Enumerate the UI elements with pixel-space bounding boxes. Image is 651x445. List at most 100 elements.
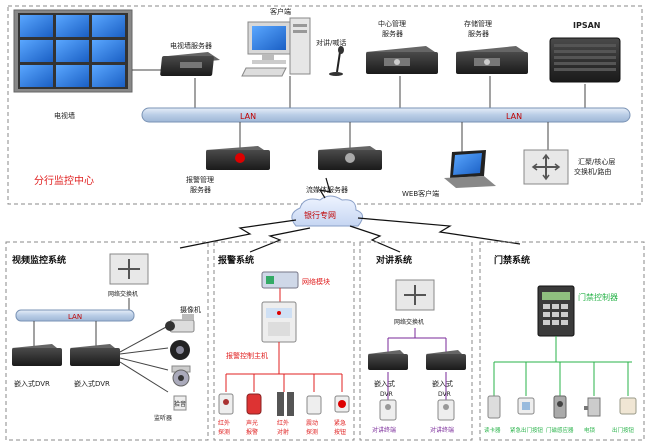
ipsan-storage	[549, 37, 621, 83]
wan-links	[179, 177, 521, 253]
access-controller-label: 门禁控制器	[578, 292, 618, 302]
intercom-dvr-1-label-2: DVR	[380, 391, 393, 398]
video-camera-links	[119, 325, 169, 393]
video-switch	[109, 253, 149, 285]
center-management-server	[366, 46, 438, 74]
storage-management-server	[456, 46, 528, 74]
center-lan-bus	[141, 107, 631, 123]
alarm-host-label: 报警控制主机	[226, 351, 268, 360]
center-mgmt-server-label-1: 中心管理	[378, 19, 406, 28]
bank-network-cloud	[291, 195, 363, 227]
intercom-dvr-1-label-1: 嵌入式	[374, 379, 395, 388]
sensor-5-label-2: 按钮	[334, 428, 346, 436]
video-dvr-1	[12, 344, 62, 366]
video-wall-label: 电视墙	[54, 111, 75, 120]
video-dvr-2	[70, 344, 120, 366]
client-pc	[241, 17, 311, 77]
intercom-terminal-1-label: 对讲终端	[372, 426, 396, 434]
electric-lock	[584, 397, 601, 417]
lan-label-right: LAN	[506, 112, 522, 121]
sensor-5-label-1: 紧急	[334, 419, 346, 427]
video-wall-screens	[20, 15, 125, 87]
access-device-2-label: 紧急出门按钮	[510, 426, 544, 434]
exit-button	[619, 397, 637, 415]
sensor-2-label-2: 报警	[246, 428, 258, 436]
intercom-call-label: 对讲/喊话	[316, 38, 346, 47]
center-mgmt-server-label-2: 服务器	[382, 29, 403, 38]
access-controller	[537, 285, 575, 337]
lan-label-left: LAN	[240, 112, 256, 121]
core-switch-label-2: 交换机/路由	[574, 167, 611, 176]
pickup-label: 拾音	[174, 400, 186, 408]
video-system-title: 视频监控系统	[12, 254, 66, 266]
sensor-1-label-1: 红外	[218, 419, 230, 427]
video-dvr-2-label: 嵌入式DVR	[74, 379, 110, 388]
microphone-icon	[329, 46, 344, 76]
web-client-label: WEB客户端	[402, 189, 439, 198]
network-module	[261, 271, 299, 289]
intercom-links	[387, 328, 447, 400]
media-server-label: 流媒体服务器	[306, 185, 348, 194]
alarm-system-title: 报警系统	[218, 254, 254, 266]
access-device-3-label: 门磁感应器	[546, 426, 574, 434]
core-switch	[523, 149, 569, 185]
video-switch-label: 网络交换机	[108, 290, 138, 298]
sensor-2-label-1: 声光	[246, 419, 258, 427]
intercom-system-title: 对讲系统	[376, 254, 412, 266]
sensor-3-label-2: 对射	[277, 428, 289, 436]
sensor-infrared	[218, 393, 234, 415]
sensor-beam	[277, 392, 294, 416]
access-system-frame	[479, 241, 645, 441]
access-links	[493, 336, 632, 396]
alarm-system-frame	[213, 241, 355, 441]
intercom-dvr-2	[426, 350, 466, 370]
tv-wall-server-label: 电视墙服务器	[170, 41, 212, 50]
storage-mgmt-server-label-2: 服务器	[468, 29, 489, 38]
monitor-label: 监听器	[154, 414, 172, 422]
sensor-3-label-1: 红外	[277, 419, 289, 427]
access-device-5-label: 出门按钮	[612, 426, 635, 434]
monitoring-center-title: 分行监控中心	[34, 174, 94, 187]
access-system-title: 门禁系统	[494, 254, 530, 266]
web-client-laptop	[444, 150, 496, 188]
speed-dome-camera	[170, 340, 190, 360]
ipsan-label: IPSAN	[573, 21, 601, 30]
bank-network-label: 银行专网	[304, 210, 336, 220]
access-device-4-label: 电锁	[584, 426, 596, 434]
client-label: 客户端	[270, 7, 291, 16]
video-system-frame	[5, 241, 209, 441]
alarm-mgmt-server-label-1: 报警管理	[186, 175, 214, 184]
pickup-device	[173, 395, 187, 411]
sensor-1-label-2: 探测	[218, 428, 230, 436]
network-module-label: 网络模块	[302, 277, 330, 286]
video-wall	[13, 9, 133, 93]
sensor-vibration	[306, 395, 322, 415]
intercom-terminal-2-label: 对讲终端	[430, 426, 454, 434]
box-camera	[165, 314, 195, 333]
alarm-mgmt-server-label-2: 服务器	[190, 185, 211, 194]
sensor-4-label-2: 探测	[306, 428, 318, 436]
media-server	[318, 146, 382, 170]
core-switch-label-1: 汇聚/核心层	[578, 157, 615, 166]
intercom-dvr-2-label-2: DVR	[438, 391, 451, 398]
alarm-management-server	[206, 146, 270, 170]
access-device-1-label: 读卡器	[484, 426, 501, 434]
intercom-terminal-1	[379, 399, 397, 421]
intercom-switch	[395, 279, 435, 311]
video-lan-bus	[15, 309, 135, 322]
alarm-sensor-links	[225, 342, 343, 392]
video-dvr-1-label: 嵌入式DVR	[14, 379, 50, 388]
intercom-dvr-1	[368, 350, 408, 370]
sensor-siren	[246, 393, 262, 415]
intercom-terminal-2	[437, 399, 455, 421]
card-reader	[487, 395, 501, 419]
storage-mgmt-server-label-1: 存储管理	[464, 19, 492, 28]
video-lan-label: LAN	[68, 313, 82, 321]
intercom-system-frame	[359, 241, 473, 441]
emergency-exit-button	[517, 397, 535, 415]
intercom-switch-label: 网络交换机	[394, 318, 424, 326]
camera-label: 摄像机	[180, 305, 201, 314]
sensor-4-label-1: 震动	[306, 420, 318, 427]
intercom-dvr-2-label-1: 嵌入式	[432, 379, 453, 388]
